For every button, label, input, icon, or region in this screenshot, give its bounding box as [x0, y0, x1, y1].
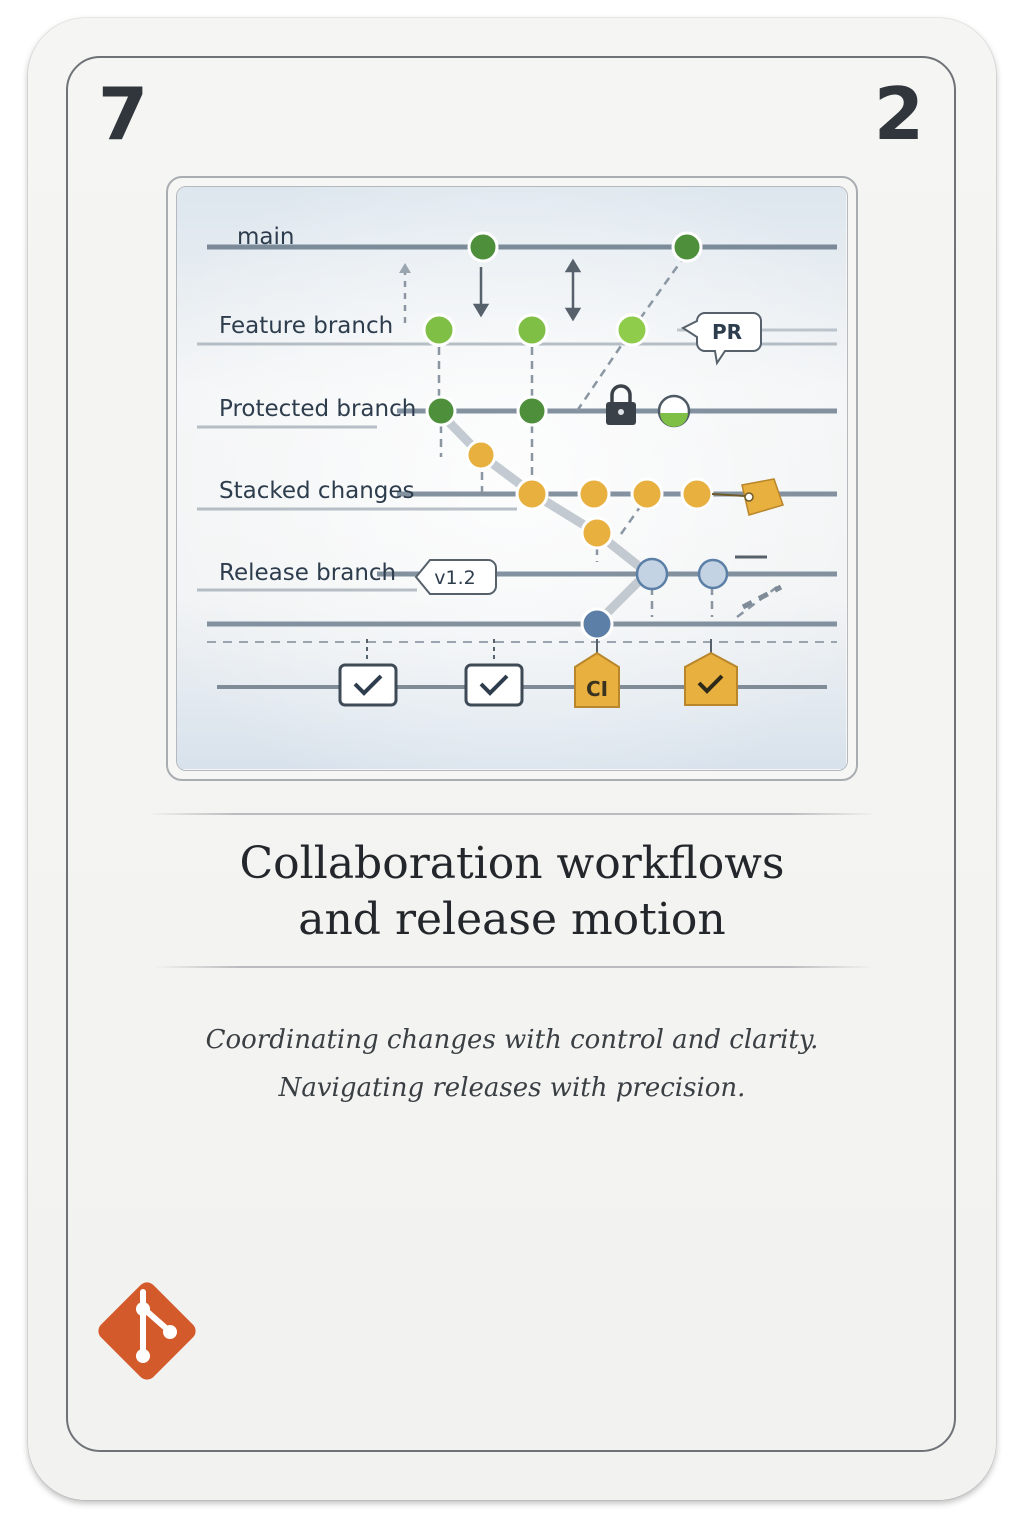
- card-subtitle-line2: Navigating releases with precision.: [278, 1073, 746, 1103]
- divider-bottom: [154, 966, 874, 968]
- protected-commits: [425, 394, 691, 428]
- lane-label-feature: Feature branch: [219, 313, 393, 339]
- pull-request-badge: PR: [680, 312, 762, 366]
- stacked-commits: [465, 439, 714, 550]
- card-title-line1: Collaboration workflows: [239, 838, 785, 889]
- divider-top: [148, 813, 876, 815]
- version-tag: v1.2: [414, 559, 497, 595]
- main-commits: [467, 231, 703, 263]
- pr-badge-label: PR: [712, 320, 742, 344]
- flow-arrows: [399, 258, 582, 322]
- lane-label-release: Release branch: [219, 560, 396, 586]
- git-logo-icon: [98, 1282, 196, 1380]
- tag-icon: [711, 478, 784, 516]
- branch-diagram: main Feature branch Protected branch Sta…: [176, 186, 848, 771]
- feature-commits: [422, 313, 649, 347]
- release-commits: [580, 557, 729, 641]
- lane-label-main: main: [237, 224, 294, 250]
- card-subtitle-line1: Coordinating changes with control and cl…: [205, 1025, 819, 1055]
- card-subtitle: Coordinating changes with control and cl…: [150, 1016, 874, 1112]
- version-tag-label: v1.2: [434, 567, 475, 589]
- ci-tag-icon: CI: [574, 639, 620, 708]
- checkbox-icon: [464, 639, 524, 707]
- rank-top-left: 7: [98, 72, 149, 156]
- diagram-frame: main Feature branch Protected branch Sta…: [166, 176, 858, 781]
- card-title: Collaboration workflows and release moti…: [150, 836, 874, 948]
- lane-label-protected: Protected branch: [219, 396, 416, 422]
- rank-top-right: 2: [873, 72, 924, 156]
- approved-tag-icon: [684, 639, 738, 706]
- ci-label: CI: [586, 677, 608, 701]
- lane-label-stacked: Stacked changes: [219, 478, 415, 504]
- card-inner-border: [66, 56, 956, 1452]
- lane-main: main: [207, 224, 837, 250]
- card-title-line2: and release motion: [298, 894, 726, 945]
- lock-icon: [606, 384, 636, 425]
- checkbox-icon: [338, 639, 398, 707]
